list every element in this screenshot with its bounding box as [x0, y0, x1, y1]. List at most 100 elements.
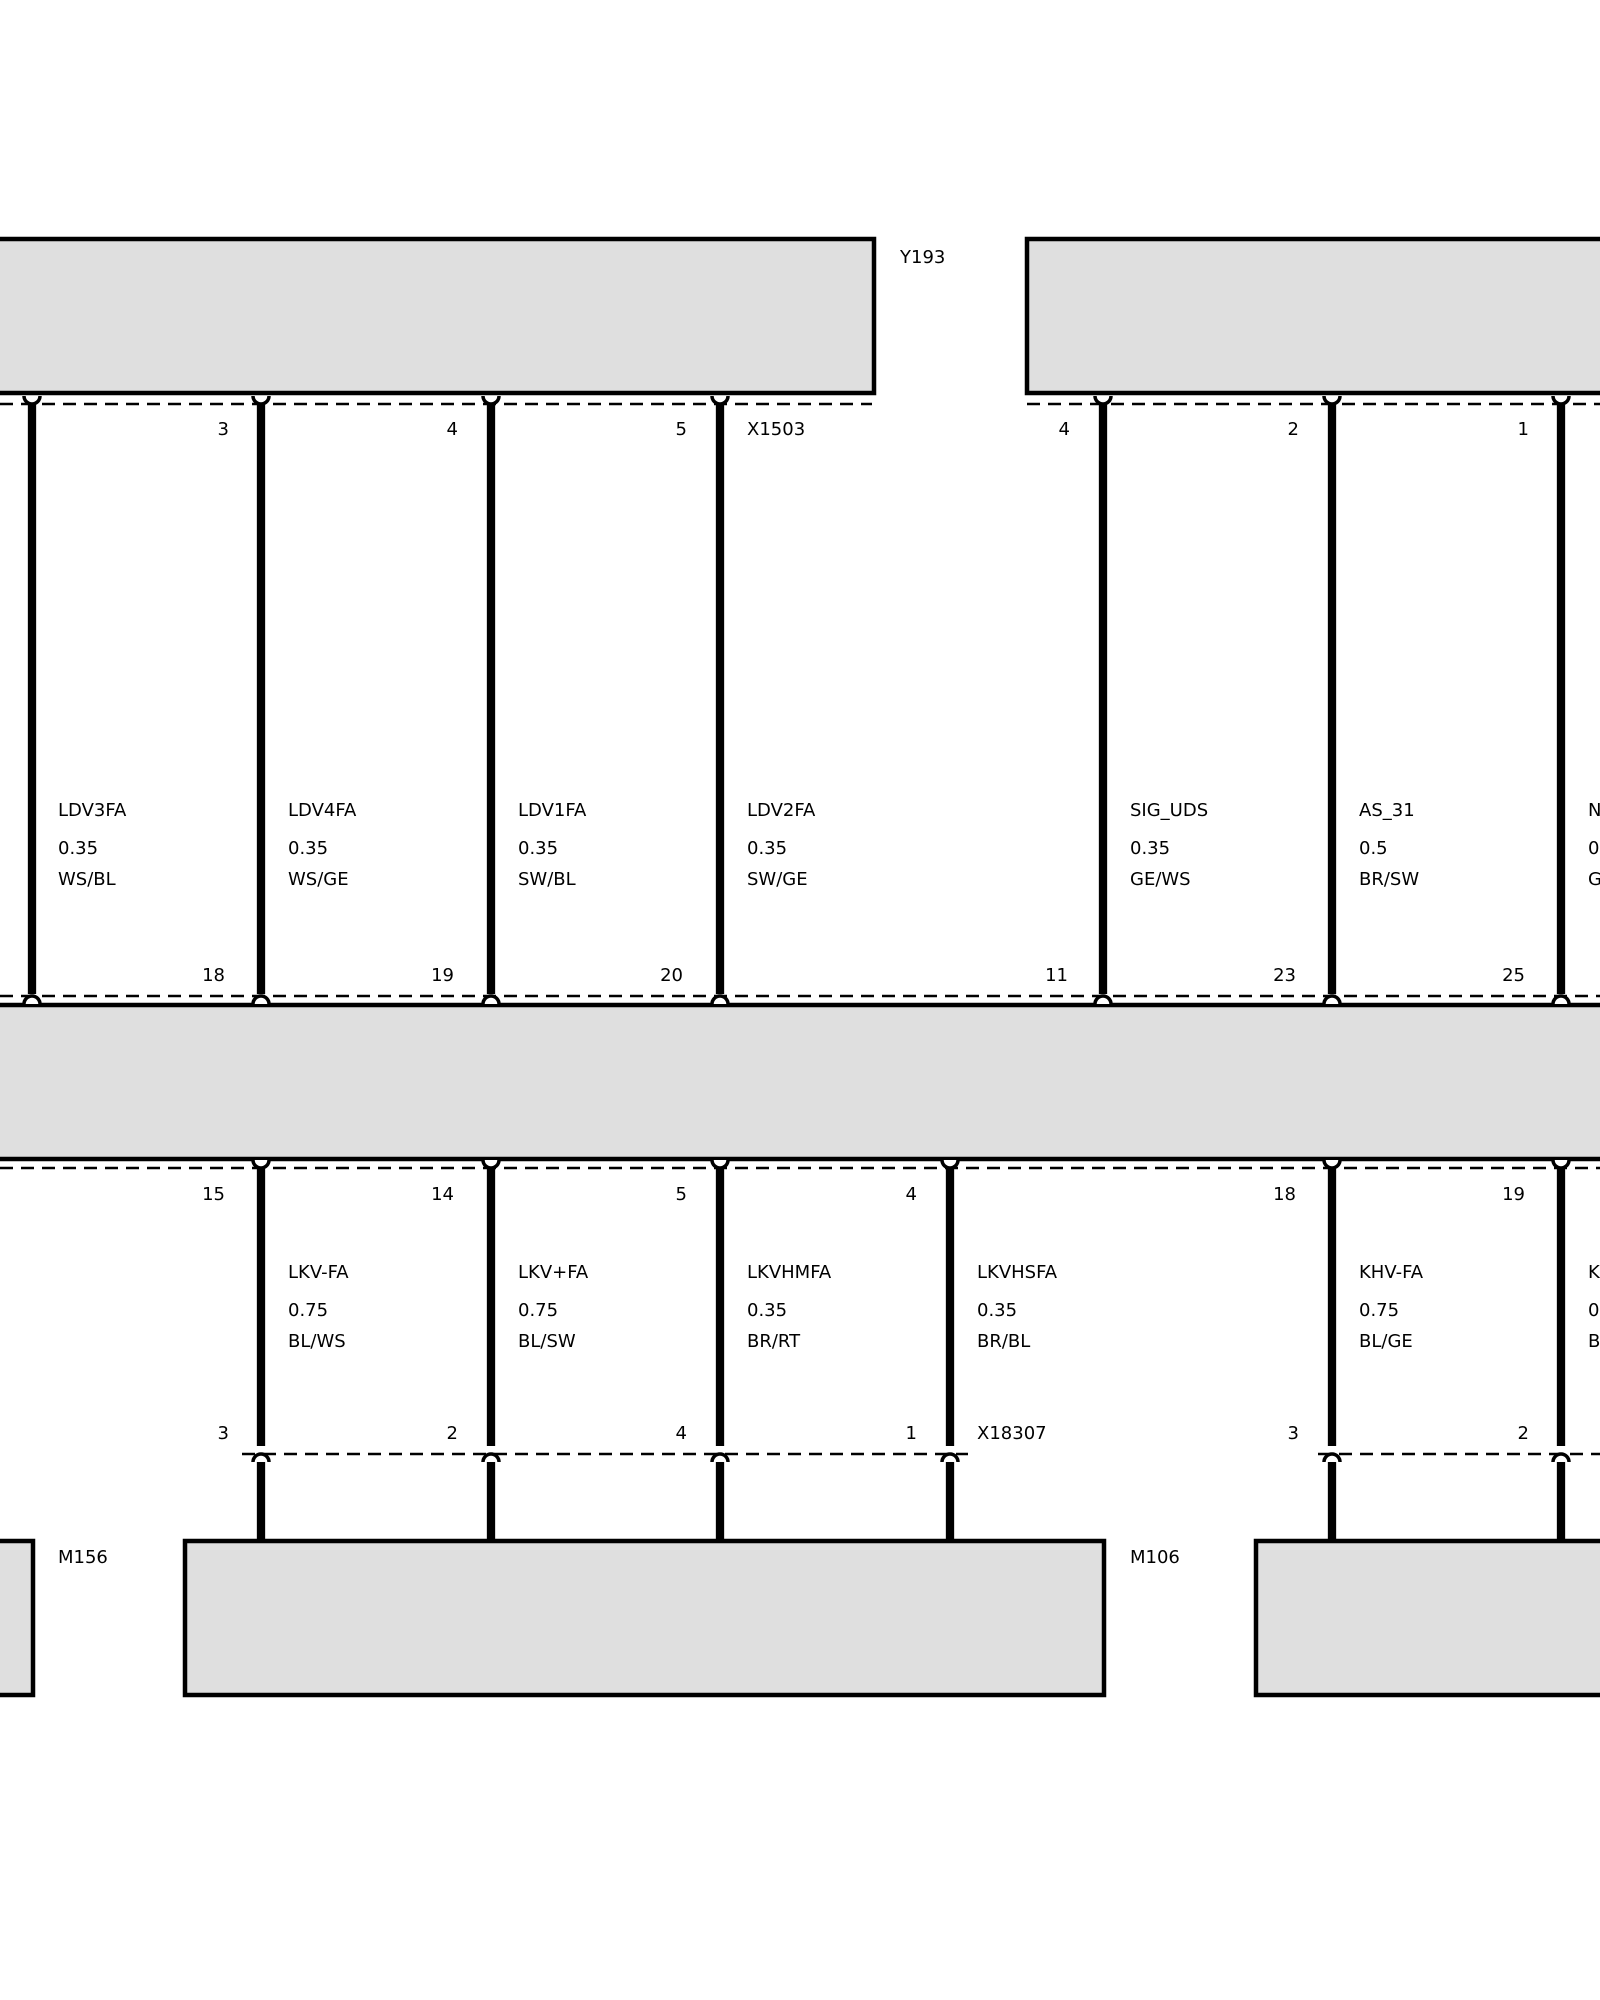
pin-number: 19: [431, 965, 454, 986]
pin-number: 25: [1502, 965, 1525, 986]
wire-signal-label: SIG_UDS: [1130, 800, 1208, 821]
wire-color-label: BR/RT: [747, 1331, 801, 1352]
upper-pin-numbers: 3 4 5 4 2 1 18 19 20 11 23 25: [202, 419, 1529, 986]
wire-color-label: GE/WS: [1130, 869, 1191, 890]
pin-number: 2: [1288, 419, 1299, 440]
pin-hooks-group: [22, 395, 1571, 1463]
pin-hook-lower-top: [1322, 1159, 1342, 1170]
pin-hook-lower-bottom: [710, 1452, 730, 1463]
pin-number: 2: [447, 1423, 458, 1444]
pin-hook-upper-top: [1551, 395, 1571, 406]
pin-hook-upper-bottom: [1551, 994, 1571, 1005]
wire-gauge-label: 0.75: [1359, 1300, 1399, 1321]
wire-color-label: WS/BL: [58, 869, 116, 890]
wire-signal-label: LDV1FA: [518, 800, 587, 821]
component-label-y193: Y193: [899, 247, 945, 268]
wire-gauge-label: 0.35: [747, 1300, 787, 1321]
wire-color-label: SW/GE: [747, 869, 808, 890]
wire-gauge-label: 0.35: [58, 838, 98, 859]
pin-number: 5: [676, 419, 687, 440]
pin-number: 18: [1273, 1184, 1296, 1205]
component-label-m106: M106: [1130, 1547, 1180, 1568]
pin-hook-lower-bottom: [940, 1452, 960, 1463]
pin-hook-upper-bottom: [710, 994, 730, 1005]
lower-wire-labels: LKV-FA 0.75 BL/WS LKV+FA 0.75 BL/SW LKVH…: [288, 1262, 1600, 1352]
connector-label-x1503: X1503: [747, 419, 805, 440]
pin-number: 2: [1518, 1423, 1529, 1444]
pin-number: 14: [431, 1184, 454, 1205]
pin-number: 4: [1059, 419, 1070, 440]
wire-signal-label: LKV-FA: [288, 1262, 349, 1283]
wire-signal-label: LKV+FA: [518, 1262, 589, 1283]
pin-hook-upper-bottom: [1093, 994, 1113, 1005]
pin-number: 1: [906, 1423, 917, 1444]
wire-gauge-label: 0.35: [747, 838, 787, 859]
component-m156-box: [0, 1538, 36, 1698]
wire-gauge-label: 0: [1588, 838, 1599, 859]
pin-hook-lower-top: [481, 1159, 501, 1170]
pin-hook-lower-top: [1551, 1159, 1571, 1170]
wire-signal-label: LKVHMFA: [747, 1262, 832, 1283]
wire-gauge-label: 0.5: [1359, 838, 1388, 859]
pin-number: 11: [1045, 965, 1068, 986]
wire-color-label: BI: [1588, 1331, 1600, 1352]
pin-hook-lower-top: [251, 1159, 271, 1170]
wire-color-label: BL/GE: [1359, 1331, 1413, 1352]
lower-pin-numbers: 15 14 5 4 18 19 3 2 4 1 3 2: [202, 1184, 1529, 1444]
pin-hook-upper-bottom: [22, 994, 42, 1005]
pin-hook-lower-bottom: [1322, 1452, 1342, 1463]
pin-number: 19: [1502, 1184, 1525, 1205]
pin-hook-upper-bottom: [481, 994, 501, 1005]
pin-hook-upper-top: [22, 395, 42, 406]
pin-number: 5: [676, 1184, 687, 1205]
pin-number: 3: [1288, 1423, 1299, 1444]
wires-group: [27, 398, 1566, 1541]
pin-number: 18: [202, 965, 225, 986]
pin-number: 4: [906, 1184, 917, 1205]
pin-hook-upper-top: [1093, 395, 1113, 406]
wire-gauge-label: 0.75: [288, 1300, 328, 1321]
component-label-m156: M156: [58, 1547, 108, 1568]
pin-hook-lower-top: [710, 1159, 730, 1170]
component-m106-box: [182, 1538, 1107, 1698]
upper-wire-labels: LDV3FA 0.35 WS/BL LDV4FA 0.35 WS/GE LDV1…: [58, 800, 1600, 890]
wire-gauge-label: 0.35: [1130, 838, 1170, 859]
pin-number: 4: [676, 1423, 687, 1444]
pin-hook-upper-top: [481, 395, 501, 406]
pin-number: 15: [202, 1184, 225, 1205]
control-unit-box: [0, 1002, 1600, 1162]
pin-hook-upper-top: [251, 395, 271, 406]
pin-number: 1: [1518, 419, 1529, 440]
wire-color-label: SW/BL: [518, 869, 576, 890]
component-right-upper-box: [1024, 236, 1600, 396]
wire-signal-label: KHV-FA: [1359, 1262, 1424, 1283]
wire-signal-label: LDV2FA: [747, 800, 816, 821]
pin-number: 4: [447, 419, 458, 440]
pin-number: 23: [1273, 965, 1296, 986]
wire-color-label: BR/SW: [1359, 869, 1419, 890]
wire-color-label: BR/BL: [977, 1331, 1030, 1352]
wire-signal-label: LDV4FA: [288, 800, 357, 821]
wire-gauge-label: 0: [1588, 1300, 1599, 1321]
wire-color-label: WS/GE: [288, 869, 349, 890]
wire-color-label: BL/SW: [518, 1331, 576, 1352]
pin-number: 20: [660, 965, 683, 986]
pin-hook-upper-bottom: [251, 994, 271, 1005]
wire-gauge-label: 0.35: [977, 1300, 1017, 1321]
wire-signal-label: N: [1588, 800, 1600, 821]
pin-hook-upper-top: [710, 395, 730, 406]
pin-hook-upper-top: [1322, 395, 1342, 406]
wire-gauge-label: 0.35: [288, 838, 328, 859]
pin-hook-lower-bottom: [1551, 1452, 1571, 1463]
wire-gauge-label: 0.35: [518, 838, 558, 859]
wire-signal-label: LKVHSFA: [977, 1262, 1058, 1283]
wire-signal-label: K: [1588, 1262, 1600, 1283]
connector-label-x18307: X18307: [977, 1423, 1047, 1444]
component-y193-box: [0, 236, 877, 396]
wire-signal-label: LDV3FA: [58, 800, 127, 821]
component-right-lower-box: [1253, 1538, 1600, 1698]
pin-number: 3: [218, 1423, 229, 1444]
pin-hook-lower-bottom: [251, 1452, 271, 1463]
pin-hook-lower-bottom: [481, 1452, 501, 1463]
